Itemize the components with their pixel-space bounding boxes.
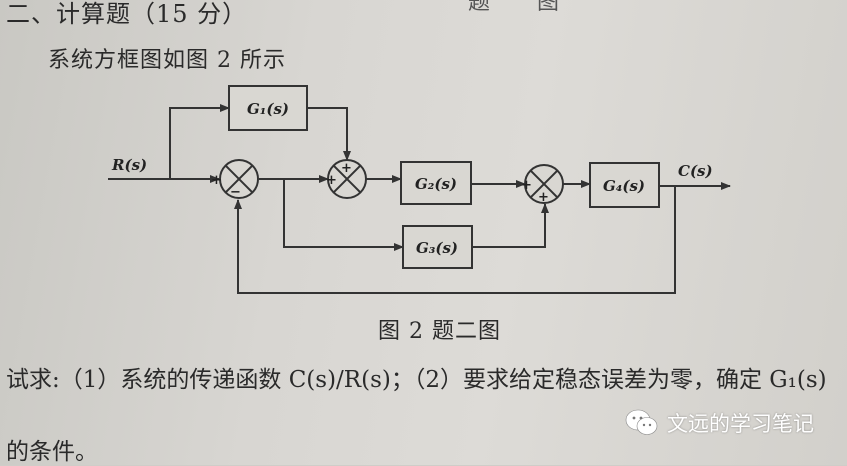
input-label: R(s) <box>111 156 147 174</box>
watermark: 文远的学习笔记 <box>625 408 814 438</box>
watermark-text: 文远的学习笔记 <box>667 412 814 436</box>
question-line-2: 的条件。 <box>6 439 98 465</box>
g1-feedforward-line <box>169 104 230 179</box>
block-g1 <box>228 85 308 131</box>
block-g2-label: G₂(s) <box>415 175 457 193</box>
block-g1-label: G₁(s) <box>247 100 289 118</box>
g3-to-sj3-line <box>472 203 549 248</box>
wechat-icon <box>625 409 658 435</box>
block-g3-label: G₃(s) <box>416 239 458 257</box>
block-g3 <box>402 225 473 269</box>
sj2-plus-sign-top: + <box>341 161 352 176</box>
sj3-plus-sign-left: + <box>521 178 532 193</box>
feedback-line <box>234 186 676 294</box>
g1-output-line <box>307 107 351 161</box>
summing-junction-1 <box>219 159 259 199</box>
block-g4 <box>589 162 660 208</box>
block-g4-label: G₄(s) <box>603 177 645 195</box>
summing-junction-3 <box>524 164 564 204</box>
sj2-plus-sign-left: + <box>326 173 337 188</box>
block-g2 <box>400 161 472 205</box>
problem-intro: 系统方框图如图 2 所示 <box>48 48 286 73</box>
top-right-fragment: 题 图 <box>468 0 579 15</box>
figure-caption: 图 2 题二图 <box>378 319 501 344</box>
sj1-plus-sign: + <box>211 173 222 188</box>
sj3-plus-sign-bottom: + <box>538 190 549 205</box>
g3-branch-line <box>283 179 404 251</box>
section-heading: 二、计算题（15 分） <box>6 0 248 28</box>
output-label: C(s) <box>678 162 713 180</box>
sj1-minus-sign: − <box>230 185 241 200</box>
summing-junction-2 <box>327 159 367 199</box>
question-line-1: 试求:（1）系统的传递函数 C(s)/R(s)；（2）要求给定稳态误差为零，确定… <box>6 367 827 393</box>
